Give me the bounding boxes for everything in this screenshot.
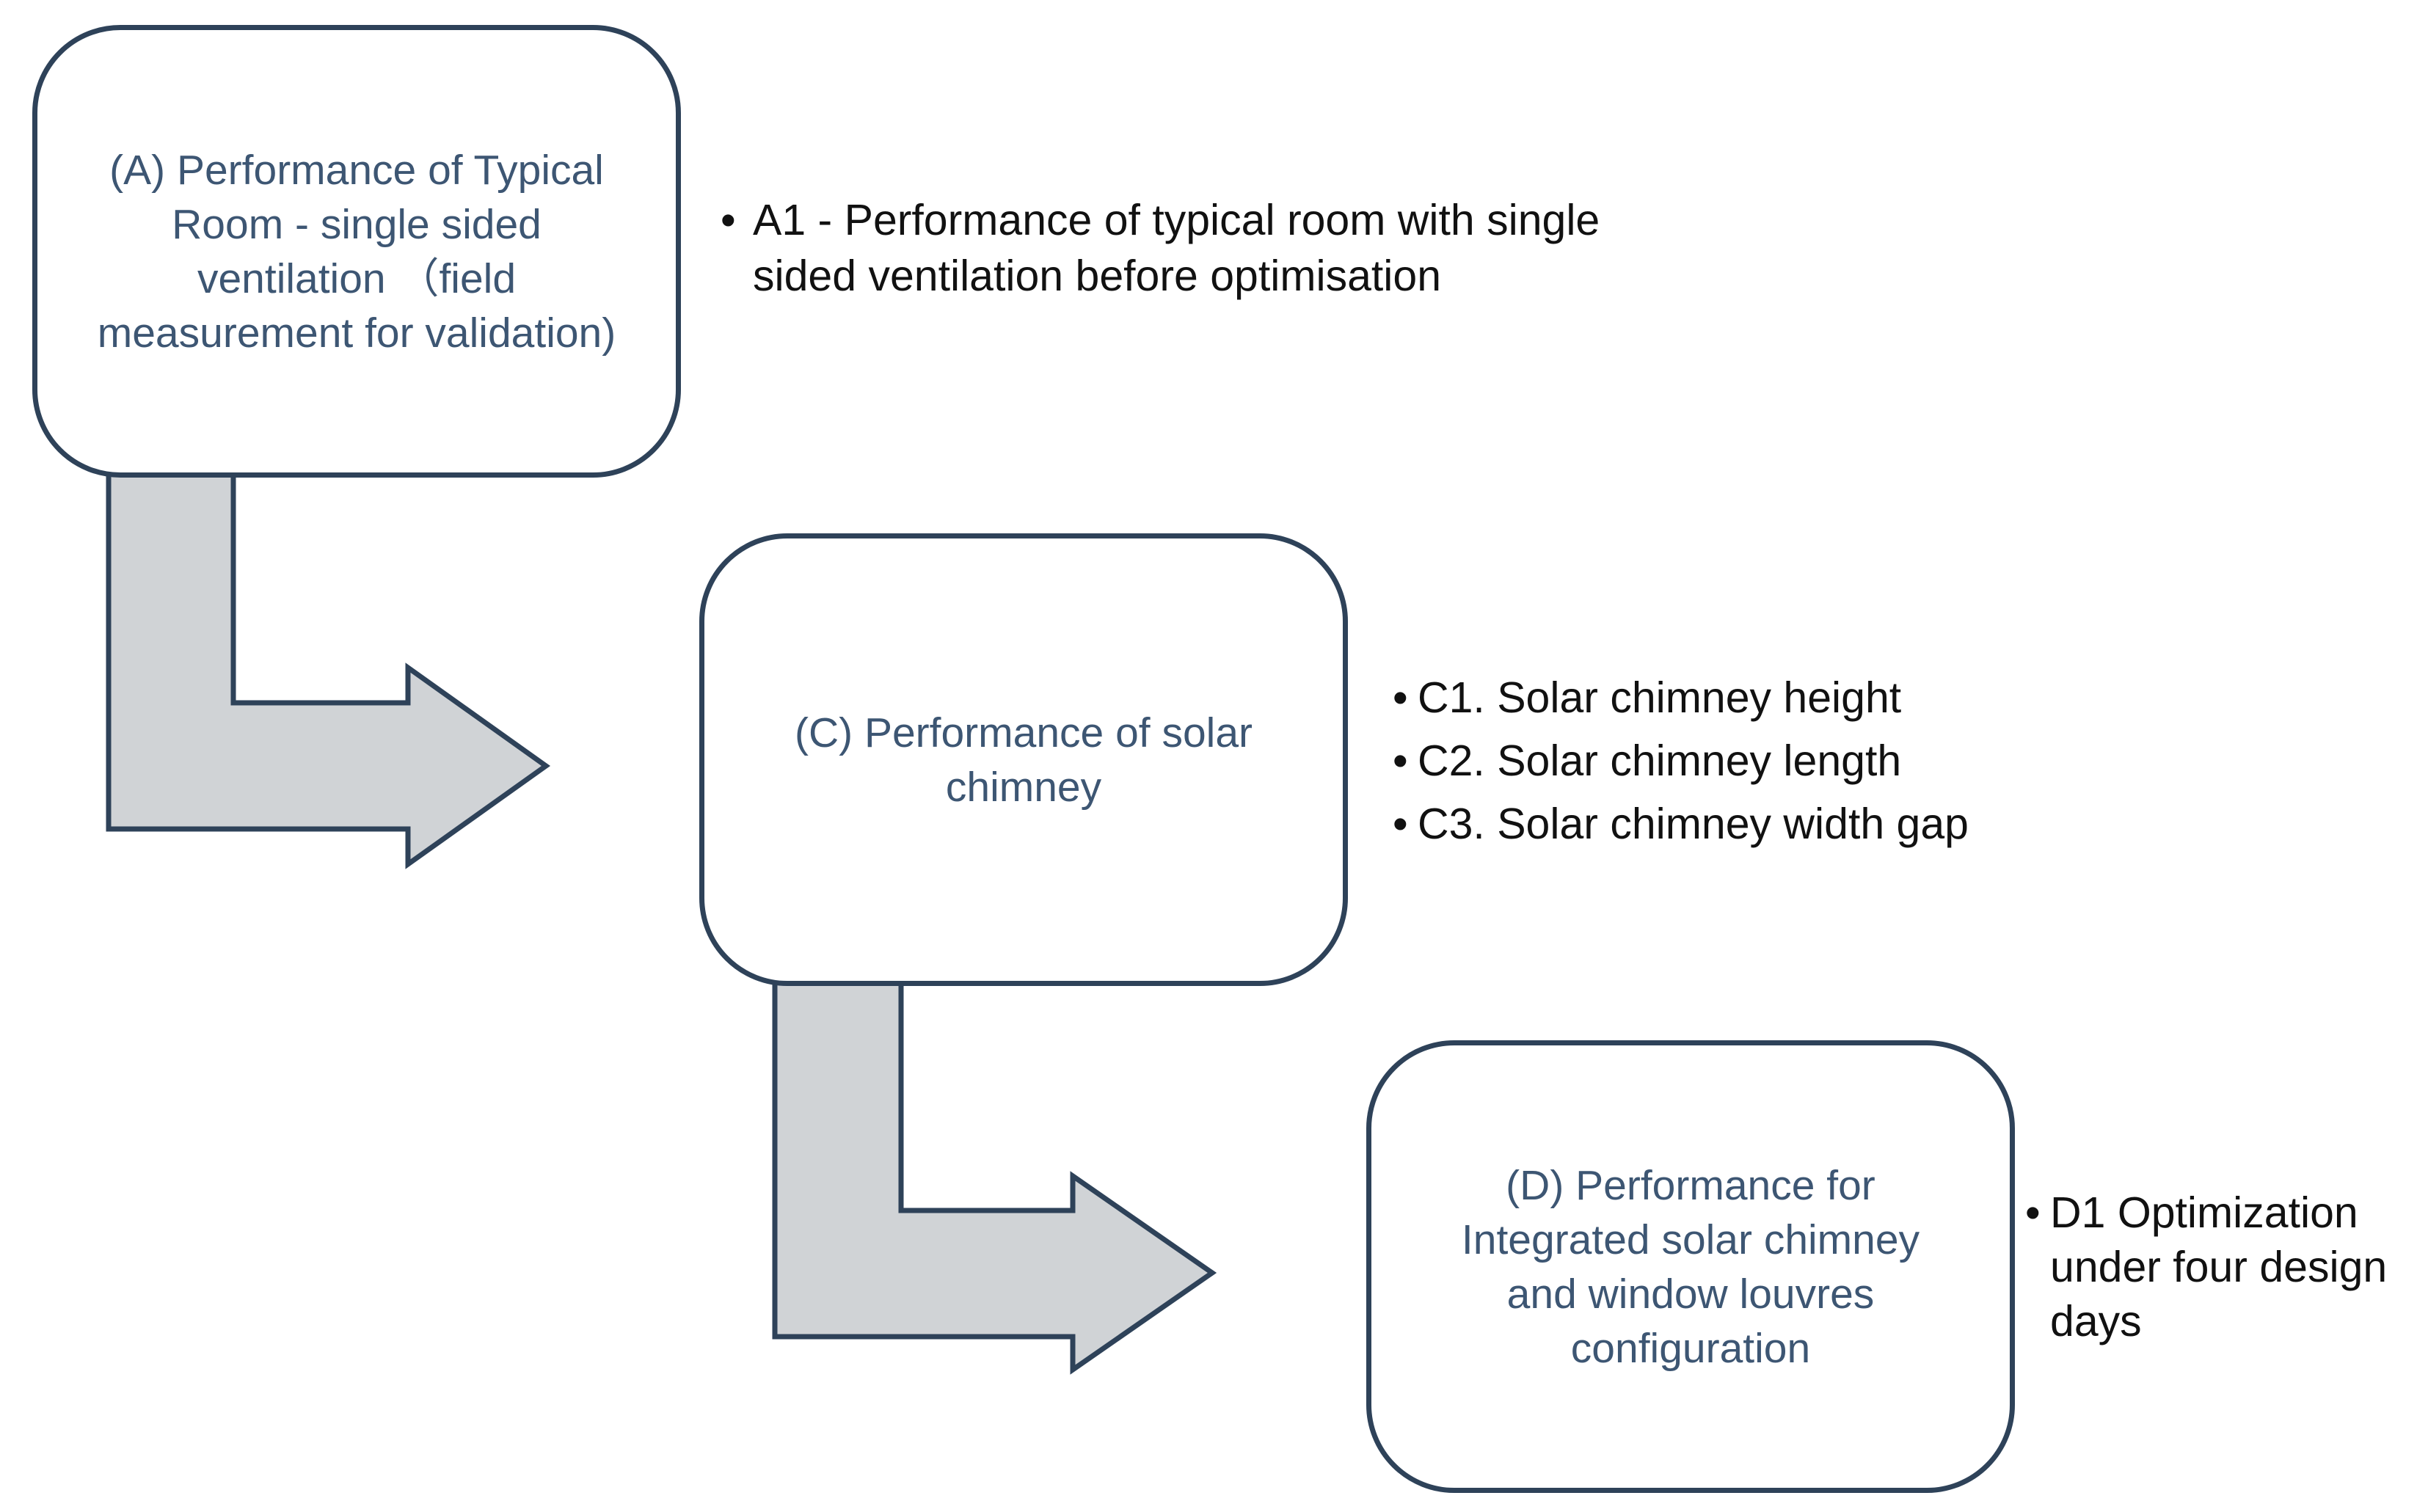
bullet-icon: •	[721, 196, 736, 244]
list-item: • C2. Solar chimney length	[1393, 729, 2126, 792]
list-item-text: C3. Solar chimney width gap	[1418, 800, 1969, 848]
bullet-icon: •	[2025, 1188, 2041, 1237]
box-a-typical-room: (A) Performance of Typical Room - single…	[32, 25, 681, 478]
box-a-title: (A) Performance of Typical Room - single…	[97, 146, 616, 357]
bullet-icon: •	[1393, 737, 1408, 785]
bullet-icon: •	[1393, 800, 1408, 848]
list-item: • C3. Solar chimney width gap	[1393, 792, 2126, 855]
list-d: • D1 Optimization under four design days	[2025, 1186, 2414, 1348]
list-c: • C1. Solar chimney height • C2. Solar c…	[1393, 666, 2126, 855]
arrow-c-to-d	[772, 973, 1217, 1375]
list-item: • D1 Optimization under four design days	[2025, 1186, 2414, 1348]
list-item: • C1. Solar chimney height	[1393, 666, 2126, 729]
arrow-a-to-c	[106, 467, 551, 869]
list-item-text: D1 Optimization under four design days	[2050, 1188, 2388, 1345]
box-c-title: (C) Performance of solar chimney	[794, 709, 1253, 811]
list-a: • A1 - Performance of typical room with …	[721, 192, 1748, 304]
box-d-integrated-configuration: (D) Performance for Integrated solar chi…	[1366, 1040, 2015, 1493]
box-d-title: (D) Performance for Integrated solar chi…	[1461, 1161, 1920, 1372]
bullet-icon: •	[1393, 673, 1408, 722]
list-item: • A1 - Performance of typical room with …	[721, 192, 1748, 304]
list-item-text: C2. Solar chimney length	[1418, 737, 1902, 785]
list-item-text: C1. Solar chimney height	[1418, 673, 1902, 722]
list-item-text: A1 - Performance of typical room with si…	[753, 196, 1600, 300]
box-c-solar-chimney: (C) Performance of solar chimney	[699, 533, 1348, 986]
